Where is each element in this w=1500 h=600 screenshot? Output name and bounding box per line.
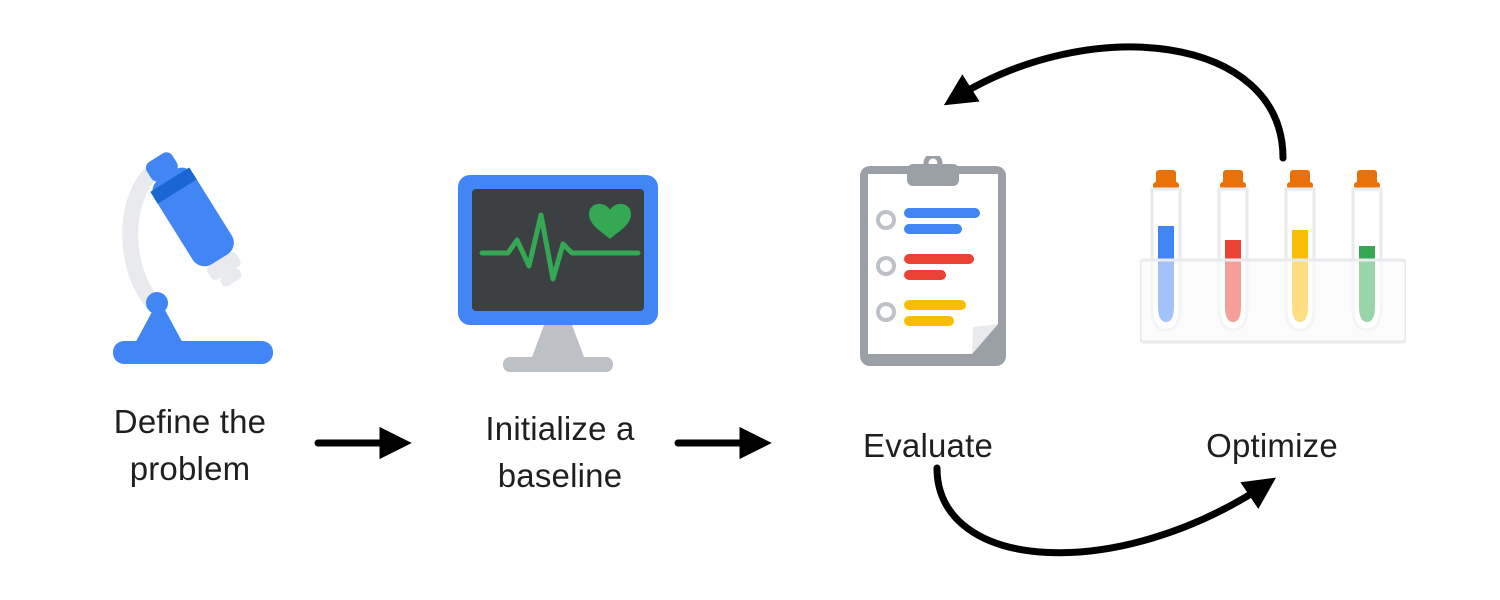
list-line-blue <box>904 224 962 234</box>
heartbeat-line <box>479 212 641 282</box>
microscope-icon <box>113 152 273 364</box>
stage-label-evaluate: Evaluate <box>862 427 994 464</box>
microscope-hinge <box>146 292 168 314</box>
microscope-base <box>113 341 273 364</box>
microscope-body <box>145 152 242 287</box>
list-line-red <box>904 270 946 280</box>
rack-front <box>1140 258 1406 344</box>
heart-icon <box>589 203 631 239</box>
check-circle <box>876 256 896 276</box>
stage-label-optimize: Optimize <box>1206 427 1338 464</box>
monitor-base <box>503 357 613 372</box>
paper-fold <box>972 324 998 354</box>
stage-label-initialize: Initialize a baseline <box>485 410 635 494</box>
list-line-yellow <box>904 300 966 310</box>
monitor-heartbeat-icon <box>458 175 658 372</box>
list-line-red <box>904 254 974 264</box>
monitor-stand <box>532 325 584 357</box>
microscope-neck <box>133 299 185 347</box>
arrow-evaluate-to-optimize-bottom <box>933 464 1277 557</box>
test-tubes-icon <box>1140 170 1406 344</box>
clipboard-checklist-icon <box>860 156 1006 366</box>
check-circle <box>876 210 896 230</box>
stage-label-define: Define the problem <box>113 403 267 487</box>
clipboard-clip <box>907 164 959 186</box>
list-line-blue <box>904 208 980 218</box>
check-circle <box>876 302 896 322</box>
list-line-yellow <box>904 316 954 326</box>
arrow-optimize-to-evaluate-top <box>943 43 1287 162</box>
